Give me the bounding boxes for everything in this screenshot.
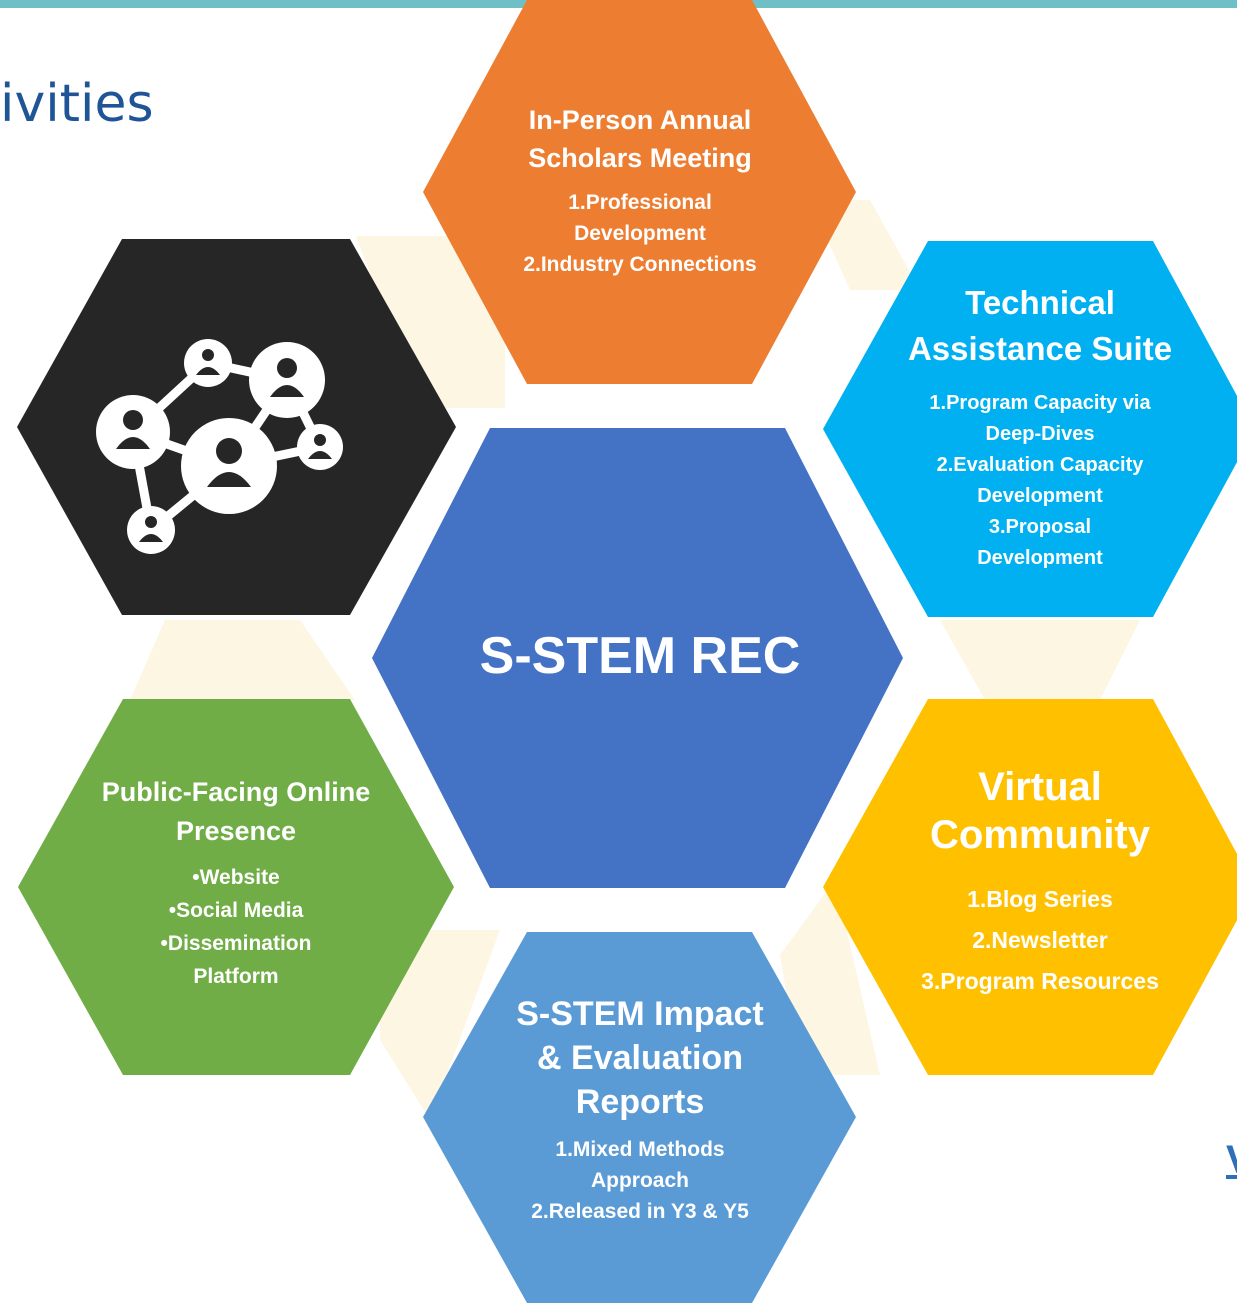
activity-title: Virtual Community <box>930 765 1150 857</box>
activity-scholars-meeting: In-Person Annual Scholars Meeting 1.Prof… <box>480 101 800 280</box>
hex-scholars-meeting <box>423 0 856 384</box>
hex-virtual-community <box>823 699 1237 1075</box>
activity-items: 1.Program Capacity via Deep-Dives 2.Eval… <box>880 388 1200 574</box>
activity-item: •Website <box>192 866 280 889</box>
activity-items: •Website •Social Media •Dissemination Pl… <box>76 861 396 993</box>
hex-technical-assistance <box>823 241 1237 617</box>
activity-item: •Social Media <box>168 899 304 922</box>
connector-band-bottom-right <box>780 880 880 1075</box>
activity-item: 2.Newsletter <box>972 927 1108 953</box>
people-network-icon <box>96 339 343 554</box>
connector-band-bottom-left <box>378 930 500 1120</box>
activity-item: 3.Proposal Development <box>977 516 1103 569</box>
connector-band-right <box>940 620 1140 700</box>
activity-item: 2.Industry Connections <box>523 253 757 276</box>
activity-item: 1.Professional Development <box>568 191 712 245</box>
connector-band-top-left <box>356 236 505 408</box>
activity-title: In-Person Annual Scholars Meeting <box>528 105 752 173</box>
activity-items: 1.Mixed Methods Approach 2.Released in Y… <box>480 1134 800 1227</box>
activity-item: •Dissemination Platform <box>160 932 312 988</box>
activity-item: 2.Released in Y3 & Y5 <box>531 1200 749 1223</box>
hex-online-presence <box>18 699 454 1075</box>
activity-item: 1.Blog Series <box>967 886 1113 912</box>
activity-items: 1.Blog Series 2.Newsletter 3.Program Res… <box>880 879 1200 1002</box>
activity-item: 3.Program Resources <box>921 968 1159 994</box>
activity-item: 1.Program Capacity via Deep-Dives <box>929 392 1151 445</box>
page-title: ivities <box>0 74 154 134</box>
activity-title: Public-Facing Online Presence <box>101 777 371 846</box>
activity-virtual-community: Virtual Community 1.Blog Series 2.Newsle… <box>880 763 1200 1002</box>
activity-online-presence: Public-Facing Online Presence •Website •… <box>76 773 396 993</box>
activity-title: Technical Assistance Suite <box>907 284 1173 367</box>
hex-hub <box>372 428 903 888</box>
activity-impact-reports: S-STEM Impact & Evaluation Reports 1.Mix… <box>480 992 800 1227</box>
activity-items: 1.Professional Development 2.Industry Co… <box>480 187 800 280</box>
hub-label: S-STEM REC <box>430 627 850 685</box>
activity-technical-assistance: Technical Assistance Suite 1.Program Cap… <box>880 280 1200 574</box>
hex-impact-reports <box>423 932 856 1303</box>
activity-title: S-STEM Impact & Evaluation Reports <box>516 995 764 1121</box>
hub-title: S-STEM REC <box>479 627 801 685</box>
connector-band-left <box>130 620 355 700</box>
activity-item: 1.Mixed Methods Approach <box>555 1138 725 1192</box>
edge-link-fragment[interactable]: V <box>1226 1140 1237 1180</box>
activity-item: 2.Evaluation Capacity Development <box>936 454 1144 507</box>
